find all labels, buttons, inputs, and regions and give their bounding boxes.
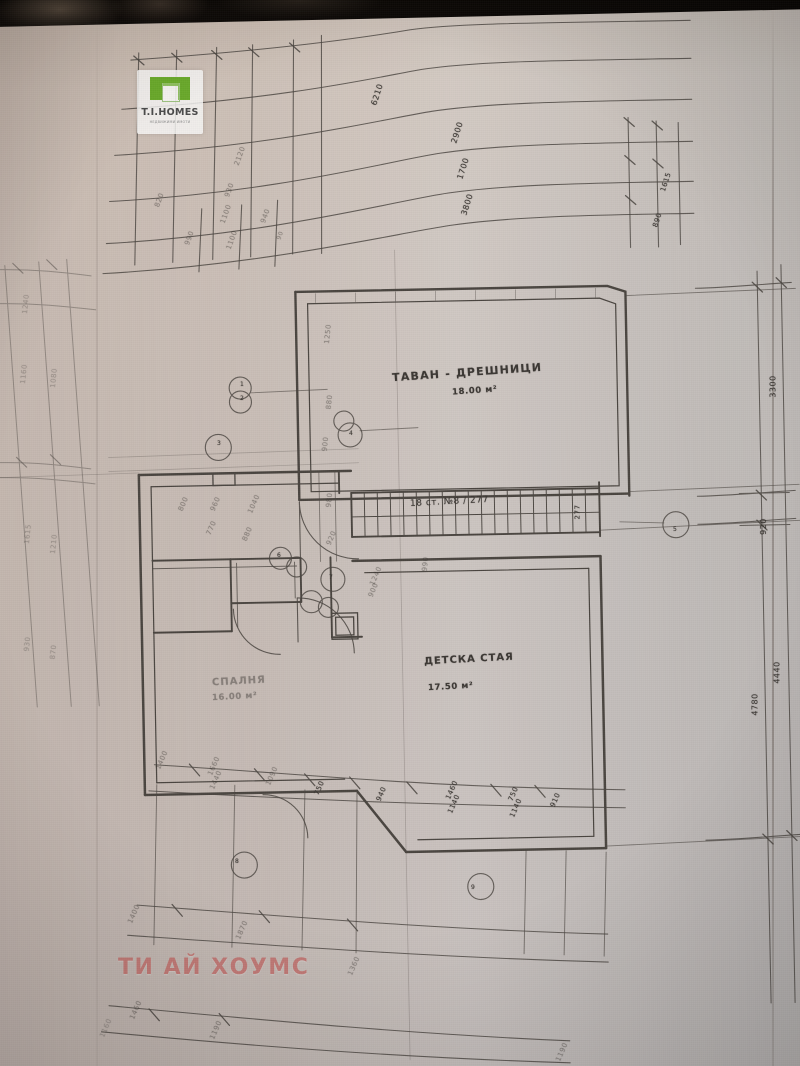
attic-room-walls <box>294 284 631 502</box>
element-tag-circles <box>204 376 690 901</box>
left-dimension-lines <box>0 258 100 708</box>
paper-fold-crease-left <box>96 0 98 1066</box>
lower-floor-walls <box>137 469 608 854</box>
dimension-left-6: 870 <box>48 644 59 660</box>
staircase-outline <box>350 481 602 538</box>
right-dimension-lines <box>694 264 800 1004</box>
dimension-right-3: 4780 <box>750 693 760 716</box>
door-swing-arcs <box>232 501 360 839</box>
plumbing-fixtures <box>212 472 359 640</box>
bottom-watermark-text: ТИ АЙ ХОУМС <box>118 955 310 980</box>
element-tag-1: 1 <box>240 381 245 388</box>
logo-company-subtitle: НЕДВИЖИМИ ИМОТИ <box>149 119 191 124</box>
stair-riser-dimension: 277 <box>573 504 582 520</box>
top-dimension-lines <box>102 19 695 275</box>
element-tag-8: 8 <box>235 858 240 865</box>
element-tag-2: 2 <box>240 395 245 402</box>
element-tag-4: 4 <box>349 430 354 437</box>
dimension-interior-4: 990 <box>420 556 431 572</box>
element-tag-6: 6 <box>277 552 282 559</box>
company-logo-watermark: T.I.HOMES НЕДВИЖИМИ ИМОТИ <box>137 70 203 134</box>
top-dimension-slashes <box>133 42 664 206</box>
staircase-risers <box>351 487 601 538</box>
lower-floor-inner-walls <box>150 482 595 841</box>
dimension-interior-3: 980 <box>324 492 335 508</box>
element-tag-9: 9 <box>471 884 476 891</box>
dimension-right-1: 920 <box>758 518 768 535</box>
house-icon <box>137 70 203 108</box>
bottom-dimension-lines <box>100 764 626 1064</box>
element-tag-5: 5 <box>673 526 678 533</box>
element-tag-3: 3 <box>217 440 222 447</box>
attic-room-inner-walls <box>306 297 620 493</box>
paper-fold-crease <box>772 0 774 1066</box>
top-dimension-ticks <box>134 34 682 273</box>
bottom-dimension-slashes <box>148 763 546 1026</box>
dimension-interior-1: 880 <box>324 394 335 410</box>
element-tag-7: 7 <box>329 574 334 581</box>
dimension-right-2: 4440 <box>772 661 782 684</box>
dimension-interior-2: 900 <box>320 436 331 452</box>
logo-company-name: T.I.HOMES <box>141 107 199 118</box>
dimension-right-0: 3300 <box>768 375 778 398</box>
dimension-left-5: 930 <box>22 636 33 652</box>
